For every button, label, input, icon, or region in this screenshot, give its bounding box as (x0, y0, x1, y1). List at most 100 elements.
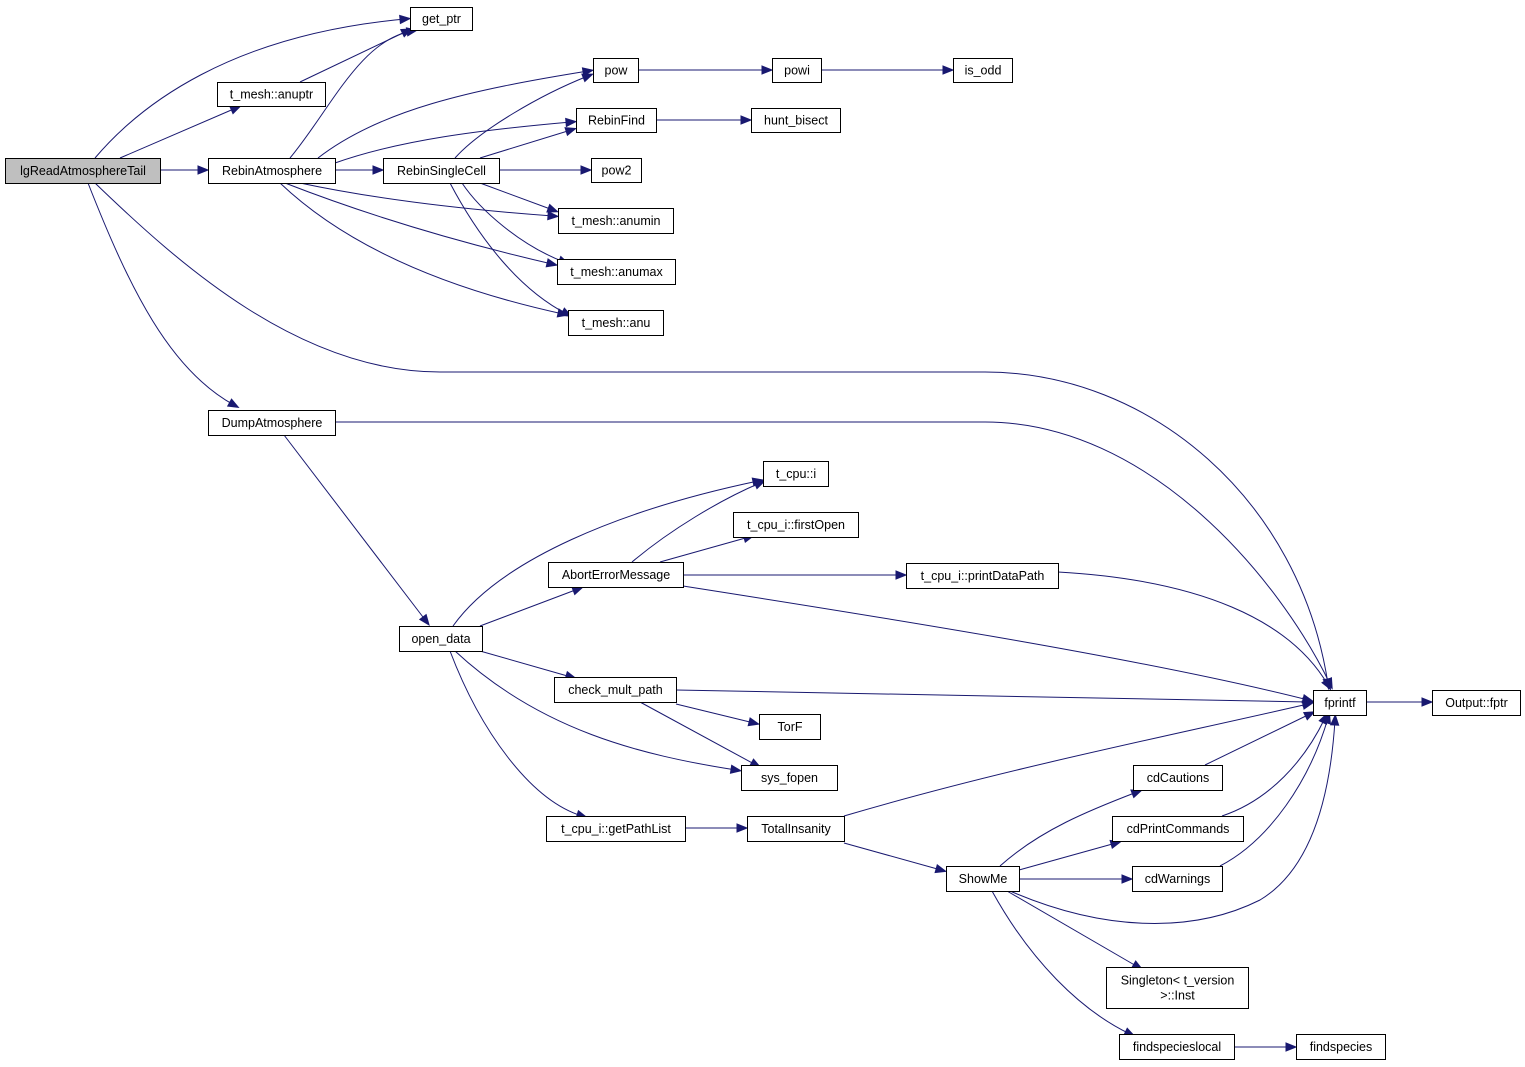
node-hunt[interactable]: hunt_bisect (751, 108, 841, 133)
edge-arrowhead (740, 115, 753, 125)
edge-line (1018, 842, 1117, 871)
node-dumpatm[interactable]: DumpAtmosphere (208, 410, 336, 436)
edge-pow-to-powi (638, 65, 774, 75)
node-box (751, 108, 841, 133)
node-get_ptr[interactable]: get_ptr (410, 7, 473, 31)
node-abort[interactable]: AbortErrorMessage (548, 562, 684, 588)
node-printdp[interactable]: t_cpu_i::printDataPath (906, 563, 1059, 589)
node-anuptr[interactable]: t_mesh::anuptr (217, 82, 326, 107)
node-box (5, 158, 161, 184)
node-label: t_mesh::anumin (572, 214, 661, 228)
node-findsp[interactable]: findspecies (1296, 1034, 1386, 1060)
node-box (1106, 967, 1249, 1009)
edge-cdwarnings-to-fprintf (1219, 711, 1332, 867)
edge-abort-to-tcpui (631, 480, 766, 563)
node-label: is_odd (965, 64, 1002, 78)
node-outfptr[interactable]: Output::fptr (1432, 690, 1521, 716)
edge-open_data-to-sysfopen (454, 650, 743, 774)
node-label: findspecies (1310, 1040, 1373, 1054)
node-showme[interactable]: ShowMe (946, 866, 1020, 892)
edge-abort-to-firstopen (659, 533, 756, 563)
node-label: lgReadAtmosphereTail (20, 164, 146, 178)
node-rebinfind[interactable]: RebinFind (576, 108, 657, 133)
edge-arrowhead (580, 165, 593, 175)
node-box (576, 108, 657, 133)
node-getpathlist[interactable]: t_cpu_i::getPathList (546, 816, 686, 842)
node-label: >::Inst (1160, 989, 1195, 1003)
node-anumax[interactable]: t_mesh::anumax (557, 259, 676, 285)
node-anu[interactable]: t_mesh::anu (568, 310, 664, 336)
node-box (953, 58, 1013, 83)
node-box (558, 208, 674, 234)
node-tcpui[interactable]: t_cpu::i (763, 461, 829, 487)
edge-line (843, 842, 942, 871)
node-pow2[interactable]: pow2 (591, 158, 642, 183)
node-cdprintcmd[interactable]: cdPrintCommands (1112, 816, 1244, 842)
node-rebinsingle[interactable]: RebinSingleCell (383, 158, 500, 184)
node-label: TotalInsanity (761, 822, 831, 836)
node-box (568, 310, 664, 336)
node-is_odd[interactable]: is_odd (953, 58, 1013, 83)
node-box (759, 714, 821, 740)
node-box (1313, 690, 1367, 716)
node-singleton[interactable]: Singleton< t_version>::Inst (1106, 967, 1249, 1009)
node-box (1112, 816, 1244, 842)
edge-arrowhead (547, 210, 560, 221)
node-totalins[interactable]: TotalInsanity (747, 816, 845, 842)
node-label: sys_fopen (761, 771, 818, 785)
edge-open_data-to-tcpui (452, 477, 765, 627)
edge-line (449, 182, 568, 315)
node-powi[interactable]: powi (772, 58, 822, 83)
node-cdwarnings[interactable]: cdWarnings (1132, 866, 1223, 892)
node-torf[interactable]: TorF (759, 714, 821, 740)
edge-arrowhead (747, 717, 761, 727)
node-label: powi (784, 64, 810, 78)
node-fprintf[interactable]: fprintf (1313, 690, 1367, 716)
edge-line (479, 588, 579, 627)
edge-arrowhead (1301, 700, 1315, 710)
node-anumin[interactable]: t_mesh::anumin (558, 208, 674, 234)
node-findspl[interactable]: findspecieslocal (1119, 1034, 1235, 1060)
edge-line (1219, 717, 1329, 867)
edge-arrowhead (565, 117, 578, 128)
node-box (217, 82, 326, 107)
edge-totalins-to-fprintf (843, 700, 1315, 817)
node-label: cdPrintCommands (1127, 822, 1230, 836)
node-sysfopen[interactable]: sys_fopen (741, 765, 838, 791)
node-box (1132, 866, 1223, 892)
edge-arrowhead (1421, 697, 1434, 707)
node-checkmult[interactable]: check_mult_path (554, 677, 677, 703)
edge-showme-to-cdprintcmd (1018, 839, 1123, 871)
node-box (1119, 1034, 1235, 1060)
edge-lgread-to-anuptr (119, 105, 242, 159)
edge-arrowhead (372, 165, 385, 175)
node-label: hunt_bisect (764, 114, 828, 128)
node-lgread[interactable]: lgReadAtmosphereTail (5, 158, 161, 184)
edge-powi-to-is_odd (821, 65, 955, 75)
node-box (383, 158, 500, 184)
edge-line (289, 30, 413, 159)
edge-rebinatm-to-anumin (299, 182, 560, 221)
edge-arrowhead (1130, 789, 1143, 799)
edge-showme-to-fprintf (1009, 713, 1340, 924)
node-rebinatm[interactable]: RebinAtmosphere (208, 158, 336, 184)
node-label: RebinAtmosphere (222, 164, 322, 178)
edge-cdcautions-to-fprintf (1204, 711, 1316, 766)
edge-line (1204, 713, 1311, 766)
node-firstopen[interactable]: t_cpu_i::firstOpen (733, 512, 859, 538)
node-label: TorF (778, 720, 803, 734)
edge-arrowhead (1302, 711, 1316, 721)
edge-line (1006, 890, 1139, 968)
edge-checkmult-to-torf (675, 703, 761, 727)
node-box (747, 816, 845, 842)
node-open_data[interactable]: open_data (399, 626, 483, 652)
node-label: open_data (411, 632, 470, 646)
edge-rebinsingle-to-anumax (461, 182, 570, 265)
edge-line (335, 421, 1331, 685)
edge-rebinatm-to-anumax (284, 182, 559, 268)
node-cdcautions[interactable]: cdCautions (1133, 765, 1223, 791)
node-pow[interactable]: pow (593, 58, 639, 83)
edge-arrowhead (545, 258, 559, 268)
edge-arrowhead (581, 73, 594, 83)
